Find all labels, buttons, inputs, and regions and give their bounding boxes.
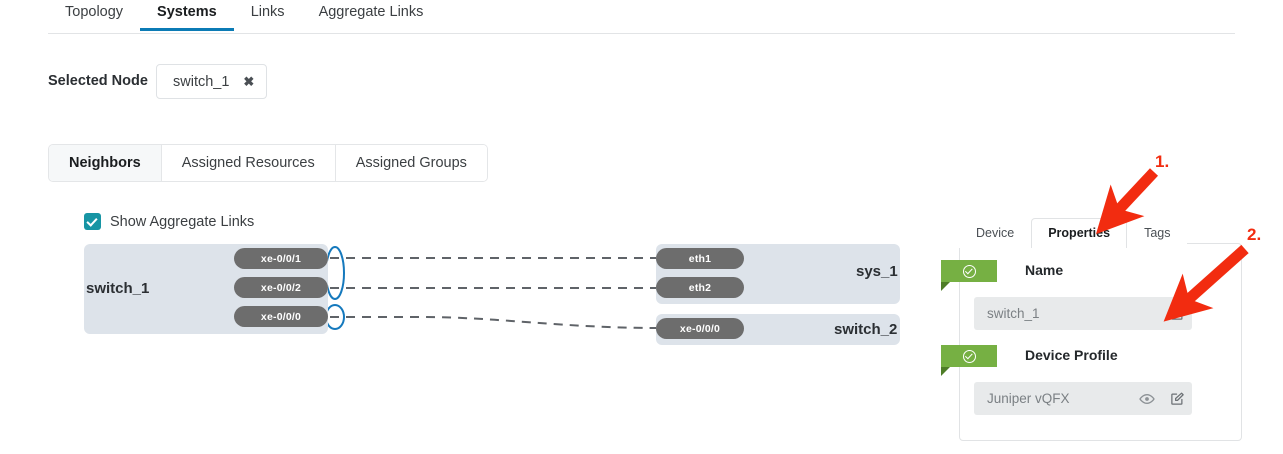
field-device-profile-value[interactable]: Juniper vQFX <box>974 382 1192 415</box>
panel-tab-tags[interactable]: Tags <box>1127 218 1188 248</box>
port-xe-0-0-2[interactable]: xe-0/0/2 <box>234 277 328 298</box>
port-xe-0-0-0-right[interactable]: xe-0/0/0 <box>656 318 744 339</box>
panel-tabs: Device Properties Tags <box>959 218 1188 249</box>
annotation-number-2: 2. <box>1247 225 1262 244</box>
top-tab-bar: Topology Systems Links Aggregate Links <box>0 0 1283 34</box>
aggregate-link-marker <box>325 304 345 330</box>
show-aggregate-links-label: Show Aggregate Links <box>110 213 255 230</box>
field-device-profile-text: Juniper vQFX <box>987 391 1070 406</box>
status-badge-valid <box>941 345 997 376</box>
tab-aggregate-links[interactable]: Aggregate Links <box>318 4 424 20</box>
node-switch-2-label: switch_2 <box>834 321 898 338</box>
edit-icon[interactable] <box>1162 306 1192 321</box>
field-name-title: Name <box>1025 262 1064 278</box>
edit-icon[interactable] <box>1162 391 1192 406</box>
annotation-number-1: 1. <box>1155 152 1170 171</box>
properties-panel: Name switch_1 Device Profile Juniper vQF… <box>941 243 1242 441</box>
field-name-value[interactable]: switch_1 <box>974 297 1192 330</box>
eye-icon[interactable] <box>1132 391 1162 407</box>
port-xe-0-0-1[interactable]: xe-0/0/1 <box>234 248 328 269</box>
tab-systems[interactable]: Systems <box>140 0 234 31</box>
tab-topology[interactable]: Topology <box>65 4 124 20</box>
subtab-assigned-groups[interactable]: Assigned Groups <box>335 145 487 181</box>
check-circle-icon <box>962 349 976 363</box>
panel-tab-properties[interactable]: Properties <box>1031 218 1128 249</box>
subtab-neighbors[interactable]: Neighbors <box>49 145 162 181</box>
field-device-profile-title: Device Profile <box>1025 347 1118 363</box>
checkbox-check-icon[interactable] <box>84 213 101 230</box>
aggregate-link-marker <box>325 246 345 300</box>
port-xe-0-0-0-left[interactable]: xe-0/0/0 <box>234 306 328 327</box>
port-eth1[interactable]: eth1 <box>656 248 744 269</box>
show-aggregate-links-checkbox[interactable]: Show Aggregate Links <box>84 213 254 230</box>
check-circle-icon <box>962 264 976 278</box>
link-path <box>330 316 661 329</box>
top-tabs: Topology Systems Links Aggregate Links <box>48 0 440 31</box>
node-switch-1-label: switch_1 <box>86 280 150 297</box>
tab-links[interactable]: Links <box>250 4 285 20</box>
selected-node-value: switch_1 <box>173 73 230 90</box>
selected-node-label: Selected Node <box>48 73 148 89</box>
annotation-arrow-1 <box>1095 168 1159 235</box>
panel-tab-device[interactable]: Device <box>959 218 1032 248</box>
port-eth2[interactable]: eth2 <box>656 277 744 298</box>
sub-tabs: Neighbors Assigned Resources Assigned Gr… <box>48 144 488 182</box>
status-badge-valid <box>941 260 997 291</box>
top-tab-divider <box>48 33 1235 34</box>
subtab-assigned-resources[interactable]: Assigned Resources <box>161 145 336 181</box>
field-name-text: switch_1 <box>987 306 1040 321</box>
selected-node-chip[interactable]: switch_1 ✖ <box>156 64 268 99</box>
node-sys-1-label: sys_1 <box>856 263 898 280</box>
close-icon[interactable]: ✖ <box>243 74 255 89</box>
